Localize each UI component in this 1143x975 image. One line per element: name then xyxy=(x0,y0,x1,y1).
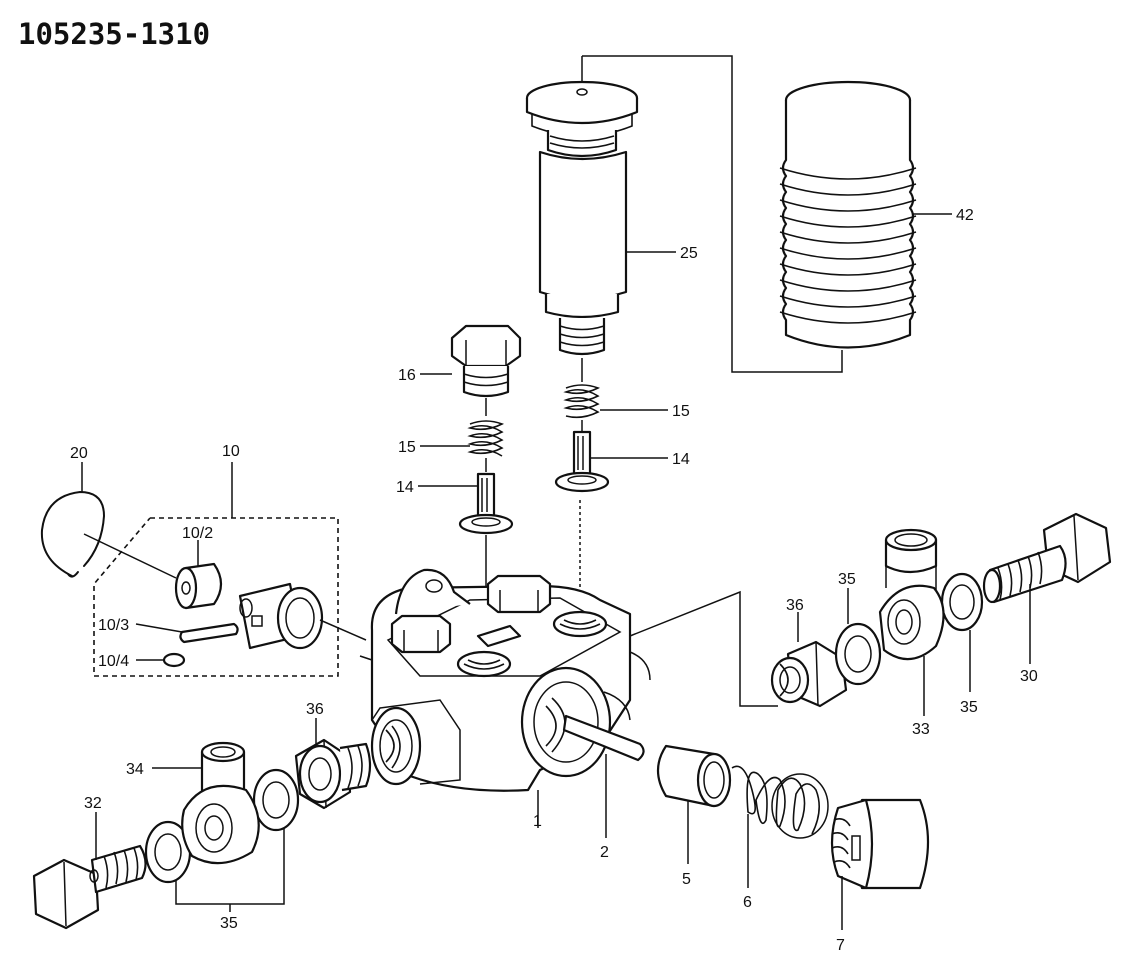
axis-line-20 xyxy=(83,533,177,579)
callout-16: 16 xyxy=(398,367,416,384)
part-35-right-washer-a xyxy=(834,622,882,686)
part-36-left-nut xyxy=(294,738,372,810)
callout-36-right: 36 xyxy=(786,597,804,614)
part-25-hand-primer xyxy=(525,80,639,356)
diagram-title: 105235-1310 xyxy=(18,17,210,51)
part-15-right-spring xyxy=(563,384,601,432)
part-10-4-clip xyxy=(162,652,186,668)
axis-line-10 xyxy=(319,619,367,641)
callout-15-left: 15 xyxy=(398,439,416,456)
connector-line-25-42 xyxy=(582,55,843,373)
part-33-banjo-fitting xyxy=(878,528,945,661)
part-5-sleeve xyxy=(656,744,732,808)
callout-25: 25 xyxy=(680,245,698,262)
part-1-pump-housing xyxy=(370,568,651,792)
callout-5: 5 xyxy=(682,871,691,888)
part-10-2-sleeve xyxy=(174,562,223,610)
part-14-left-valve xyxy=(458,472,514,535)
callout-14-right: 14 xyxy=(672,451,690,468)
part-7-screw-cap xyxy=(830,798,930,890)
callout-34: 34 xyxy=(126,761,144,778)
part-16-hex-plug xyxy=(450,324,522,398)
axis-line-housing-left xyxy=(359,655,373,661)
part-10-valve-body xyxy=(238,582,324,650)
callout-33: 33 xyxy=(912,721,930,738)
callout-10: 10 xyxy=(222,443,240,460)
axis-line-36-right xyxy=(629,590,778,707)
callout-30: 30 xyxy=(1020,668,1038,685)
callout-1: 1 xyxy=(533,813,542,830)
callout-35-right-bottom: 35 xyxy=(960,699,978,716)
part-42-bellows xyxy=(779,80,917,349)
part-10-group-box xyxy=(93,517,339,677)
callout-2: 2 xyxy=(600,844,609,861)
part-36-right-nut xyxy=(770,640,848,708)
callout-42: 42 xyxy=(956,207,974,224)
part-30-banjo-bolt xyxy=(982,512,1112,604)
callout-20: 20 xyxy=(70,445,88,462)
callout-35-left: 35 xyxy=(220,915,238,932)
part-6-spring xyxy=(731,765,829,839)
part-34-banjo-fitting xyxy=(181,741,260,865)
callout-6: 6 xyxy=(743,894,752,911)
part-2-piston xyxy=(562,714,645,762)
callout-10-2: 10/2 xyxy=(182,525,213,542)
callout-36-left: 36 xyxy=(306,701,324,718)
callout-14-left: 14 xyxy=(396,479,414,496)
part-20-snap-ring xyxy=(40,491,105,578)
callout-10-3: 10/3 xyxy=(98,617,129,634)
callout-15-right: 15 xyxy=(672,403,690,420)
part-35-left-washer-a xyxy=(252,768,300,832)
leader-10-3 xyxy=(135,623,183,633)
callout-32: 32 xyxy=(84,795,102,812)
part-10-3-pin xyxy=(179,622,239,644)
part-35-right-washer-b xyxy=(940,572,984,632)
part-15-left-spring xyxy=(467,420,505,472)
callout-35-right-top: 35 xyxy=(838,571,856,588)
callout-10-4: 10/4 xyxy=(98,653,129,670)
part-14-right-valve xyxy=(554,430,610,493)
callout-7: 7 xyxy=(836,937,845,954)
part-32-banjo-bolt xyxy=(32,844,147,930)
